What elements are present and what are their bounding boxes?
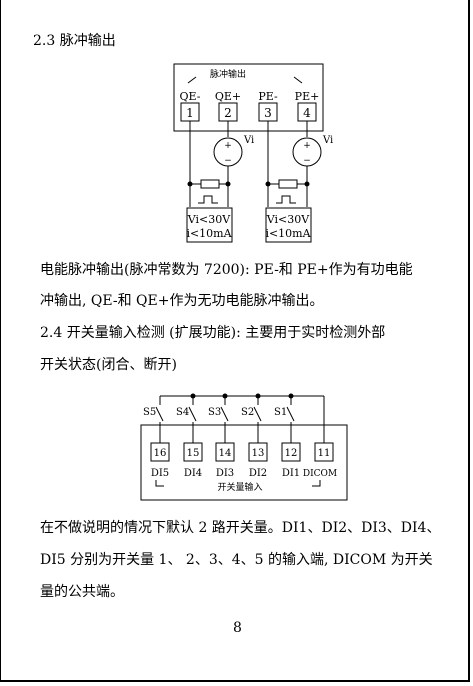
terminal-number-12: 12 bbox=[285, 448, 298, 459]
svg-text:−: − bbox=[303, 156, 311, 166]
terminal-number-11: 11 bbox=[318, 448, 331, 459]
terminal-number-14: 14 bbox=[219, 448, 232, 459]
terminal-number-1: 1 bbox=[186, 106, 194, 120]
terminal-number-4: 4 bbox=[303, 106, 311, 120]
terminal-label-qe-plus: QE+ bbox=[215, 90, 241, 103]
spec-line2-left: i<10mA bbox=[186, 227, 232, 240]
switch-box-title: 开关量输入 bbox=[217, 481, 262, 493]
terminal-number-16: 16 bbox=[154, 448, 167, 459]
terminal-label-dicom: DICOM bbox=[303, 469, 337, 479]
page-number: 8 bbox=[233, 620, 242, 636]
source-label-left: Vi bbox=[243, 135, 254, 146]
terminal-number-2: 2 bbox=[224, 106, 232, 120]
terminal-label-di4: DI4 bbox=[184, 468, 202, 479]
section-heading-2-4: 2.4 开关量输入检测 (扩展功能): 主要用于实时检测外部 bbox=[40, 325, 386, 341]
pulse-box-title: 脉冲输出 bbox=[210, 68, 246, 80]
para1-line1: 电能脉冲输出(脉冲常数为 7200): PE-和 PE+作为有功电能 bbox=[40, 262, 413, 278]
terminal-label-qe-minus: QE- bbox=[180, 90, 201, 103]
terminal-label-pe-plus: PE+ bbox=[295, 90, 320, 103]
source-label-right: Vi bbox=[322, 135, 333, 146]
svg-text:+: + bbox=[303, 141, 311, 151]
terminal-number-13: 13 bbox=[252, 448, 265, 459]
terminal-number-3: 3 bbox=[264, 106, 272, 120]
section-heading-2-3: 2.3 脉冲输出 bbox=[33, 33, 116, 49]
switch-label-s5: S5 bbox=[143, 407, 156, 418]
para2-line2: DI5 分别为开关量 1、 2、3、4、5 的输入端, DICOM 为开关 bbox=[40, 552, 433, 568]
section-heading-2-4-cont: 开关状态(闭合、断开) bbox=[40, 357, 177, 373]
switch-label-s1: S1 bbox=[274, 407, 287, 418]
para2-line3: 量的公共端。 bbox=[40, 584, 124, 600]
switch-label-s2: S2 bbox=[241, 407, 254, 418]
switch-label-s4: S4 bbox=[176, 407, 189, 418]
para1-line2: 冲输出, QE-和 QE+作为无功电能脉冲输出。 bbox=[40, 293, 324, 309]
svg-text:+: + bbox=[224, 141, 232, 151]
spec-line2-right: i<10mA bbox=[265, 227, 311, 240]
switch-label-s3: S3 bbox=[208, 407, 221, 418]
para2-line1: 在不做说明的情况下默认 2 路开关量。DI1、DI2、DI3、DI4、 bbox=[40, 520, 441, 536]
terminal-label-di5: DI5 bbox=[151, 468, 169, 479]
spec-line1-right: Vi<30V bbox=[266, 213, 310, 226]
pulse-output-diagram: 脉冲输出 QE- QE+ PE- PE+ 1 2 3 4 Vi Vi + − +… bbox=[173, 63, 333, 243]
svg-text:−: − bbox=[224, 156, 232, 166]
spec-line1-left: Vi<30V bbox=[187, 213, 231, 226]
terminal-number-15: 15 bbox=[187, 448, 200, 459]
terminal-label-di1: DI1 bbox=[282, 468, 300, 479]
terminal-label-pe-minus: PE- bbox=[258, 90, 278, 103]
switch-input-diagram: S5 S4 S3 S2 S1 16 15 14 13 12 11 DI5 DI4… bbox=[140, 393, 348, 501]
terminal-label-di3: DI3 bbox=[216, 468, 234, 479]
terminal-label-di2: DI2 bbox=[249, 468, 267, 479]
